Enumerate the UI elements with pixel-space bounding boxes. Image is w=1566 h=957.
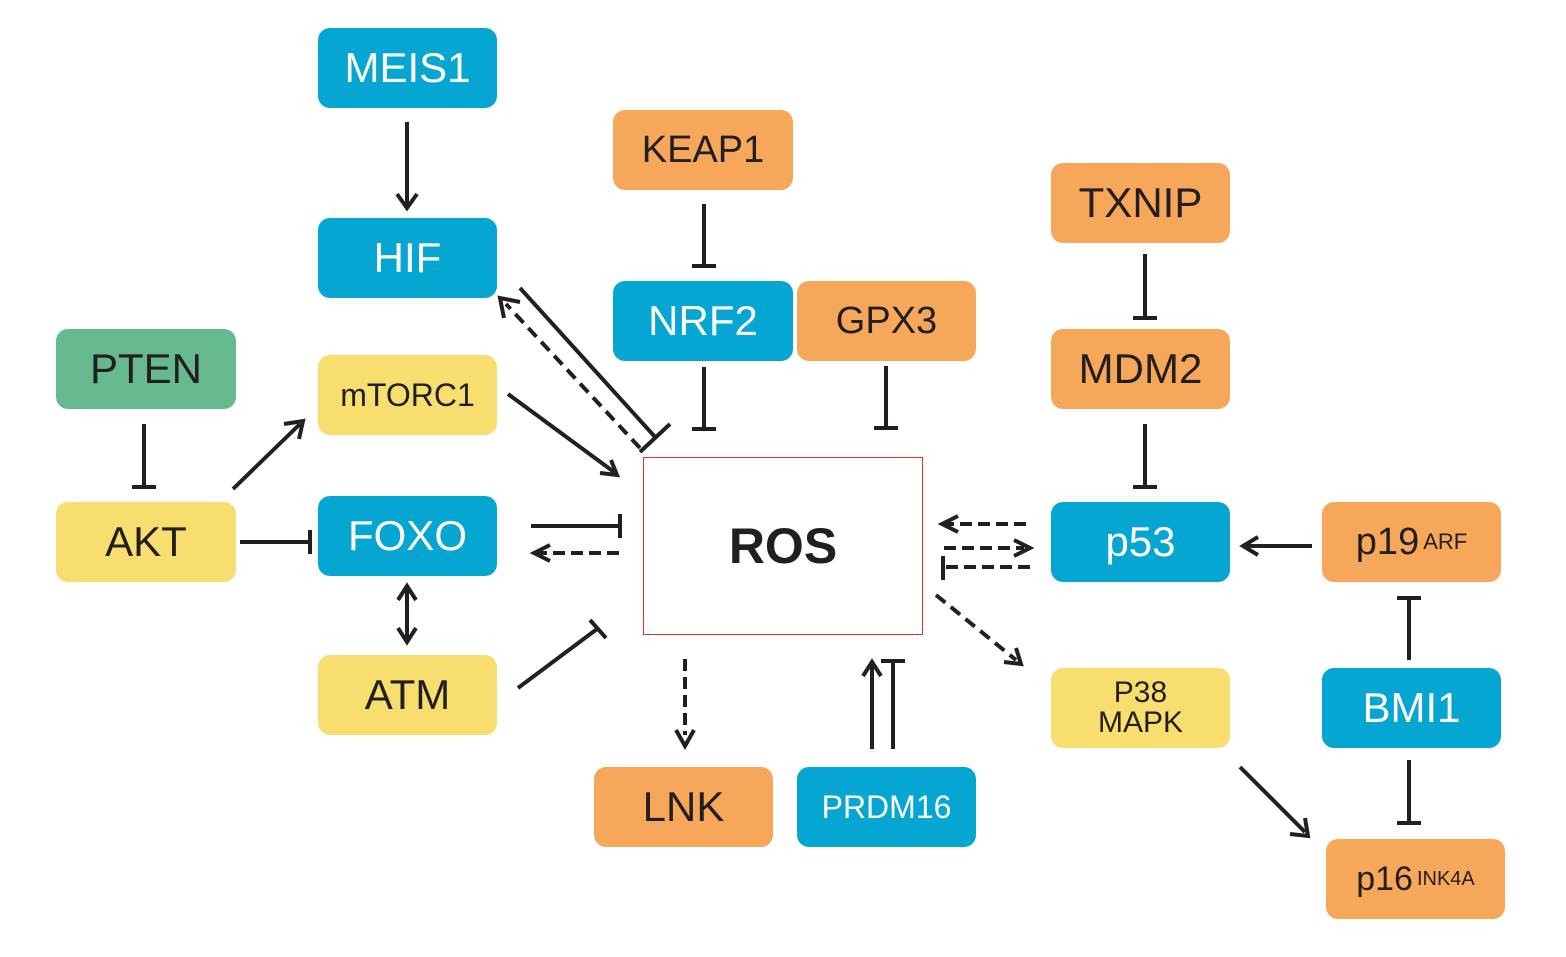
edge-p53-ros-inhibit-dashed [941, 556, 1030, 580]
node-atm[interactable]: ATM [318, 655, 497, 735]
edge-akt-foxo [240, 530, 312, 554]
node-label: PRDM16 [821, 789, 952, 825]
edge-pten-akt [132, 424, 156, 489]
edge-foxo-atm [396, 582, 418, 646]
node-label: mTORC1 [340, 377, 475, 413]
edge-txnip-mdm2 [1133, 254, 1157, 320]
edge-akt-mtorc1 [231, 418, 306, 491]
edge-mdm2-p53 [1133, 424, 1157, 489]
node-label: p19 [1355, 521, 1420, 563]
edge-atm-ros [516, 618, 608, 690]
edge-bmi1-p19 [1397, 596, 1421, 660]
edge-ros-p38-dashed [934, 593, 1024, 667]
node-nrf2[interactable]: NRF2 [613, 281, 793, 361]
node-label: NRF2 [648, 297, 758, 344]
edge-hif-ros-inhibit [518, 286, 672, 454]
node-label: p16 [1356, 860, 1413, 898]
node-label: BMI1 [1362, 684, 1461, 731]
node-label: LNK [642, 783, 725, 830]
edge-p53-ros-dashed [937, 514, 1026, 534]
node-label: P38 [1113, 676, 1168, 709]
node-foxo[interactable]: FOXO [318, 496, 497, 576]
edge-meis1-hif [395, 122, 419, 212]
edge-ros-p53-dashed [944, 538, 1035, 558]
node-superscript: ARF [1423, 529, 1468, 554]
edge-prdm16-ros-inhibit [881, 659, 905, 749]
node-bmi1[interactable]: BMI1 [1322, 668, 1501, 748]
node-label: FOXO [347, 512, 467, 559]
edge-p38-p16 [1238, 765, 1311, 839]
node-label: TXNIP [1078, 179, 1203, 226]
edge-prdm16-ros-activate [861, 658, 883, 749]
node-hif[interactable]: HIF [318, 218, 497, 298]
node-keap1[interactable]: KEAP1 [613, 110, 793, 190]
node-superscript: INK4A [1416, 868, 1475, 890]
edge-p19-p53 [1239, 535, 1312, 557]
edge-ros-hif-dashed [497, 295, 642, 450]
node-akt[interactable]: AKT [56, 502, 236, 582]
edge-gpx3-ros [874, 366, 898, 430]
node-label: p53 [1105, 518, 1176, 565]
edge-ros-foxo-dashed [529, 543, 619, 563]
edge-ros-lnk-dashed [674, 659, 696, 751]
node-label: KEAP1 [641, 129, 765, 171]
node-label: ATM [364, 671, 451, 718]
node-meis1[interactable]: MEIS1 [318, 28, 497, 108]
node-p53[interactable]: p53 [1051, 502, 1230, 582]
edge-nrf2-ros [692, 367, 716, 431]
node-mtorc1[interactable]: mTORC1 [318, 355, 497, 435]
edge-bmi1-p16 [1397, 760, 1421, 825]
ros-label: ROS [728, 518, 838, 574]
node-lnk[interactable]: LNK [594, 767, 773, 847]
node-p38-mapk[interactable]: P38 MAPK [1051, 668, 1230, 748]
edge-keap1-nrf2 [692, 204, 716, 268]
node-pten[interactable]: PTEN [56, 329, 236, 409]
node-prdm16[interactable]: PRDM16 [797, 767, 976, 847]
node-gpx3[interactable]: GPX3 [797, 281, 976, 361]
node-label: MDM2 [1078, 345, 1203, 392]
node-txnip[interactable]: TXNIP [1051, 163, 1230, 243]
node-label: PTEN [89, 345, 202, 392]
node-mdm2[interactable]: MDM2 [1051, 329, 1230, 409]
node-label: AKT [105, 518, 187, 565]
node-label: GPX3 [835, 300, 938, 342]
edge-foxo-ros-inhibit [531, 514, 622, 538]
node-label: MEIS1 [344, 44, 471, 91]
node-label: HIF [373, 234, 442, 281]
edge-mtorc1-ros [506, 392, 621, 478]
node-label-line2: MAPK [1097, 706, 1184, 739]
node-ros-center[interactable]: ROS [643, 457, 923, 635]
